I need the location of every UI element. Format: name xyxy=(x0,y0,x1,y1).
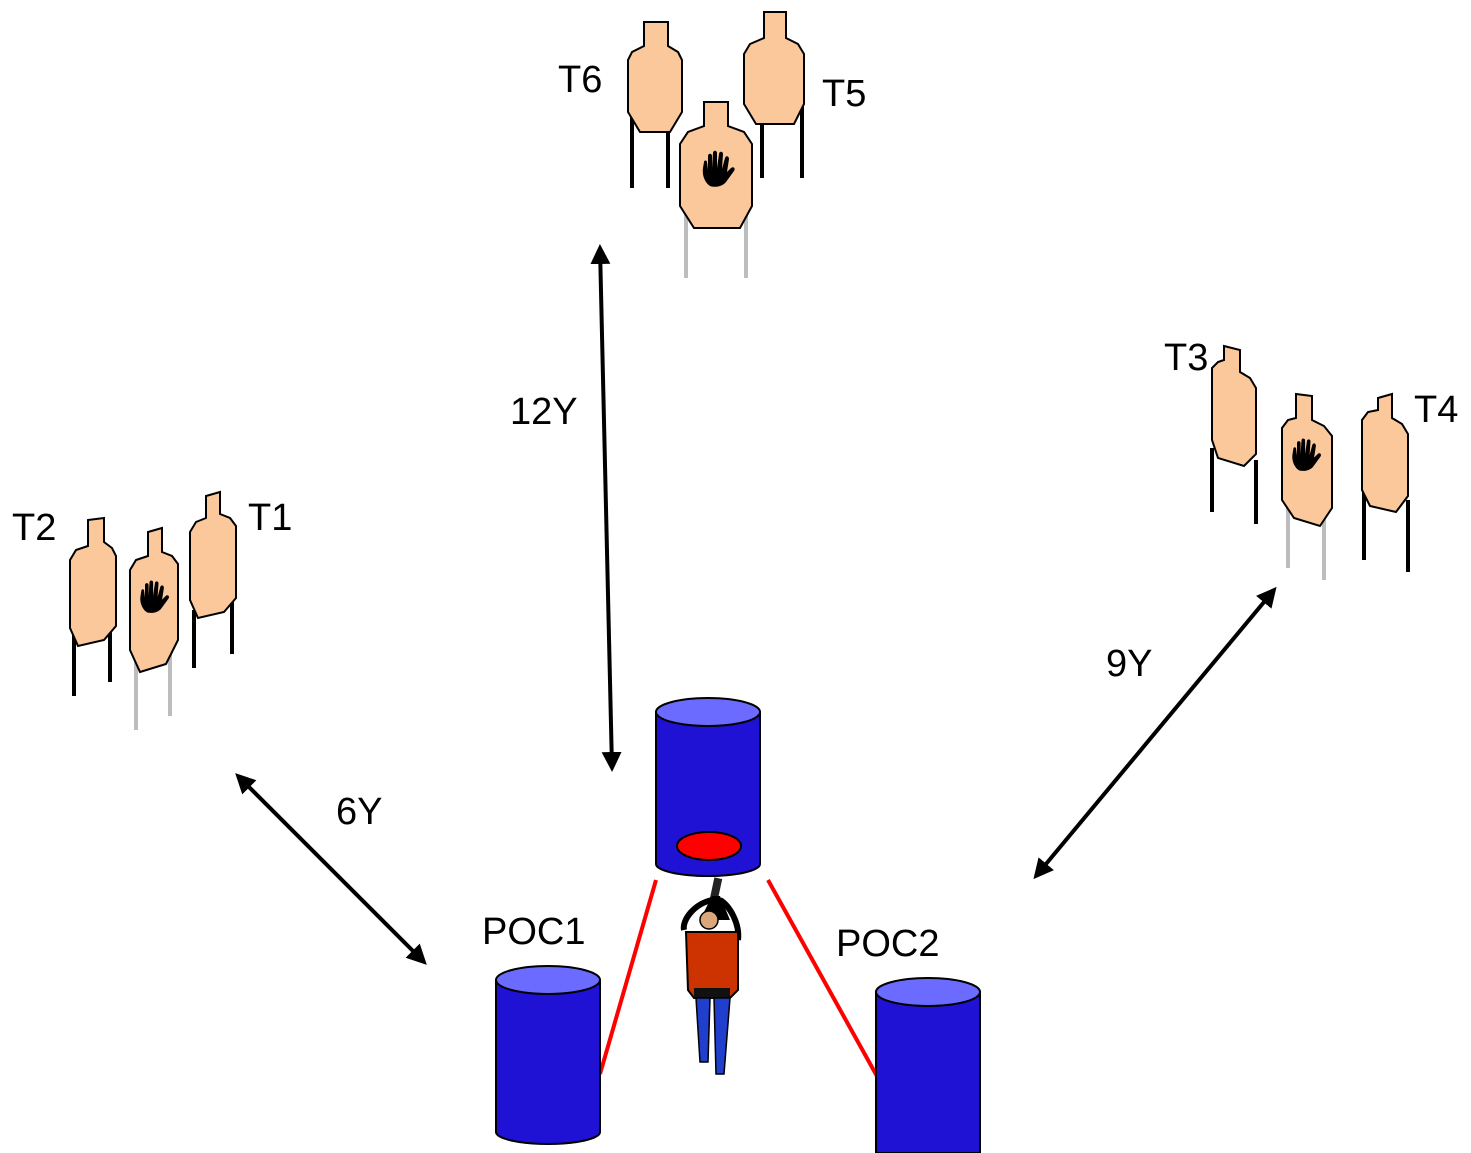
arrow-right xyxy=(1033,586,1277,880)
target-t5 xyxy=(743,11,805,178)
target-group-left: T2 T1 xyxy=(12,490,292,730)
no-shoot-target-right xyxy=(1281,392,1333,580)
label-poc1: POC1 xyxy=(482,911,585,953)
fault-line-left xyxy=(598,879,658,1075)
barrel-poc1 xyxy=(495,965,601,1145)
label-t5: T5 xyxy=(822,73,866,115)
label-t4: T4 xyxy=(1414,389,1458,431)
shooter-icon xyxy=(680,877,742,1075)
target-t1 xyxy=(189,490,237,668)
target-group-right: T3 T4 xyxy=(1164,337,1458,580)
target-group-top: T6 T5 xyxy=(558,11,866,278)
no-shoot-target-top xyxy=(679,101,753,278)
arrow-left xyxy=(235,773,427,965)
target-t6 xyxy=(627,21,683,188)
distance-label-right: 9Y xyxy=(1106,643,1152,685)
label-poc2: POC2 xyxy=(836,923,939,965)
distance-label-left: 6Y xyxy=(336,791,382,833)
no-shoot-target-left xyxy=(129,526,179,730)
fault-lines xyxy=(598,879,880,1079)
label-t1: T1 xyxy=(248,497,292,539)
barrel-poc2 xyxy=(875,977,981,1153)
label-t6: T6 xyxy=(558,59,602,101)
distance-arrows: 12Y 6Y 9Y xyxy=(235,244,1277,965)
label-t2: T2 xyxy=(12,507,56,549)
fault-line-right xyxy=(766,879,880,1079)
barrel-center xyxy=(655,697,761,877)
distance-label-center: 12Y xyxy=(510,391,578,433)
arrow-center xyxy=(590,244,622,772)
shooting-position-mark xyxy=(676,831,742,861)
target-t4 xyxy=(1361,392,1410,572)
target-t2 xyxy=(69,516,117,696)
label-t3: T3 xyxy=(1164,337,1208,379)
target-t3 xyxy=(1210,344,1258,524)
